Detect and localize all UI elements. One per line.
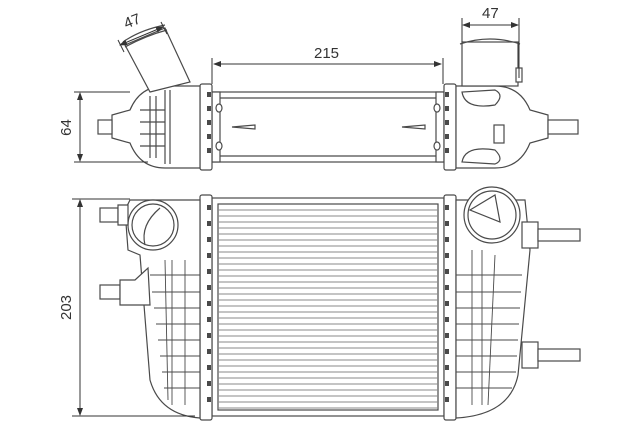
front-right-tank [455,199,531,419]
dimension-overall-height: 203 [58,294,76,321]
dimension-inlet-width-right: 47 [482,5,499,22]
left-mount-stub-lower [99,284,121,300]
top-left-inlet-neck [122,24,191,93]
dimension-core-length: 215 [314,45,340,62]
front-view [99,186,581,421]
right-mount-stub-lower [537,348,581,362]
top-view [97,24,579,171]
front-left-tank [124,199,201,419]
right-mount-stub-upper [537,228,581,242]
dimension-top-view-height: 64 [57,119,75,136]
left-mount-stub-upper [99,207,119,223]
core-fins [218,209,438,409]
dim-line-inlet-left [119,26,164,46]
top-right-inlet-neck [459,38,523,87]
